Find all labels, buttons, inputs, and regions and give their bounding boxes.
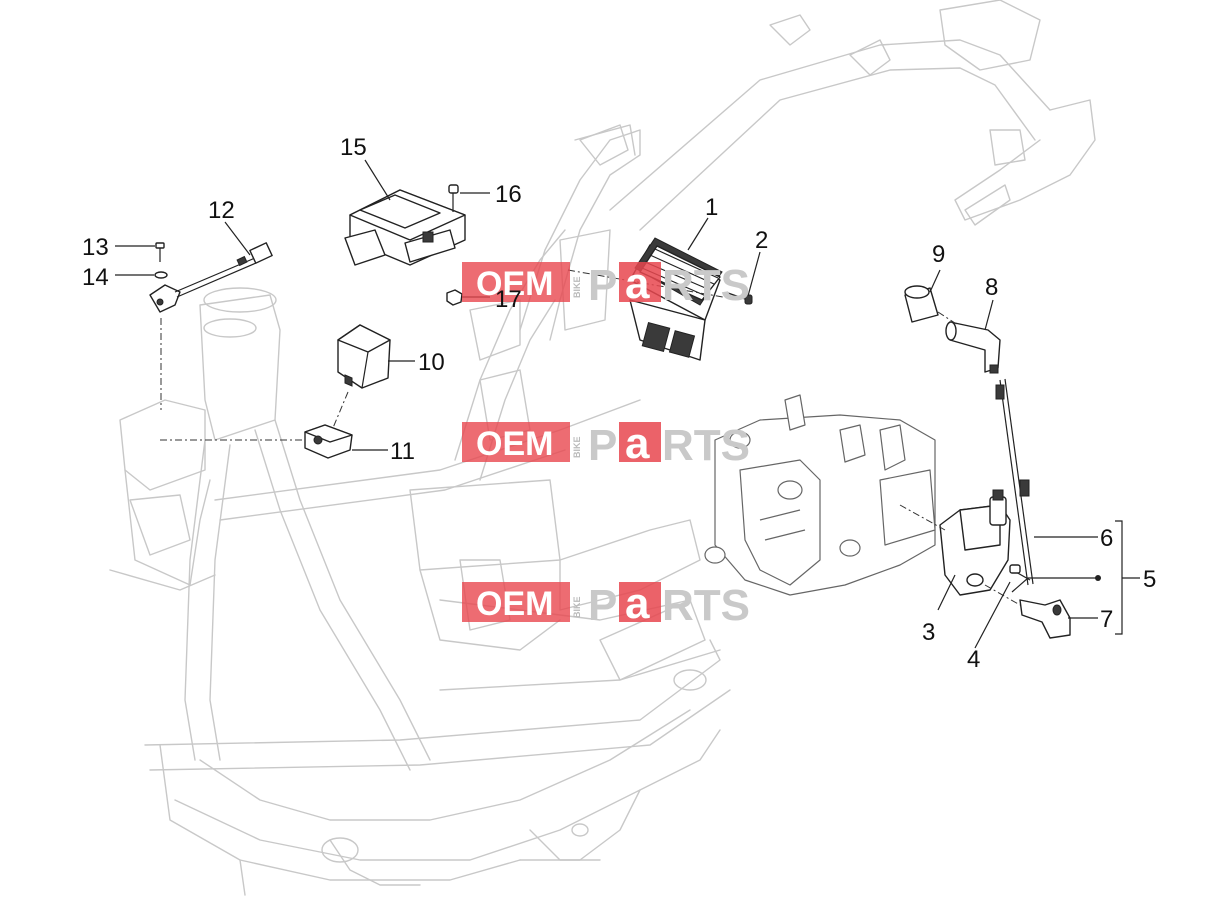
watermark-a-text: a: [625, 579, 650, 628]
bolt-part-4: [1009, 564, 1031, 581]
watermark-a-text: a: [625, 419, 650, 468]
engine-block: [704, 394, 936, 596]
bolt-part-16: [448, 184, 459, 212]
washer-part-14: [154, 271, 168, 279]
leader-lines: [115, 159, 1140, 649]
callout-7: 7: [1100, 606, 1113, 633]
watermark-bike-text: BIKE: [572, 596, 582, 618]
sensor-with-cable: [149, 242, 273, 313]
watermark-oem-box: [462, 262, 570, 302]
screw-part-2: [727, 292, 753, 305]
watermark-rts-text: RTS: [662, 421, 750, 470]
spark-cap-part-7: [1019, 599, 1071, 639]
callout-8: 8: [985, 274, 998, 301]
scooter-frame: [109, 0, 1096, 896]
callout-14: 14: [82, 264, 109, 291]
watermark-bike-text: BIKE: [572, 276, 582, 298]
callout-11: 11: [390, 438, 415, 465]
watermark-bike-text: BIKE: [572, 436, 582, 458]
screw-part-13: [155, 242, 165, 262]
nut-part-17: [446, 289, 463, 306]
watermark-2: OEM BIKE P a RTS: [462, 419, 750, 470]
ecu-unit: [344, 189, 466, 266]
watermark-1: OEM BIKE P a RTS: [462, 259, 750, 310]
watermark-rts-text: RTS: [662, 261, 750, 310]
callout-labels: 1 2 3 4 5 6 7 8 9 10 11 12 13 14 15 16 1…: [82, 134, 1156, 673]
watermark-p-text: P: [588, 261, 617, 310]
rubber-holder: [304, 424, 353, 459]
callout-1: 1: [705, 194, 718, 221]
ht-lead: [995, 378, 1034, 586]
rubber-boot: [904, 285, 939, 323]
callout-4: 4: [967, 646, 980, 673]
callout-2: 2: [755, 227, 768, 254]
watermark-p-text: P: [588, 581, 617, 630]
callout-16: 16: [495, 181, 522, 208]
callout-6: 6: [1100, 525, 1113, 552]
assembly-line-regulator: [567, 269, 741, 301]
callout-9: 9: [932, 241, 945, 268]
watermark-a-text: a: [625, 259, 650, 308]
callout-17: 17: [495, 286, 522, 313]
callout-5: 5: [1143, 566, 1156, 593]
assembly-line-boot: [937, 311, 959, 326]
callout-13: 13: [82, 234, 109, 261]
callout-dot: [1095, 575, 1101, 581]
ignition-coil: [939, 489, 1011, 596]
assembly-line-coil: [899, 504, 946, 531]
watermark-oem-text: OEM: [476, 265, 553, 303]
watermark-oem-text: OEM: [476, 585, 553, 623]
callout-12: 12: [208, 197, 235, 224]
spark-plug-cap: [945, 321, 1001, 374]
watermark-rts-text: RTS: [662, 581, 750, 630]
callout-15: 15: [340, 134, 367, 161]
watermark-p-text: P: [588, 421, 617, 470]
watermark-oem-text: OEM: [476, 425, 553, 463]
watermark-3: OEM BIKE P a RTS: [462, 579, 750, 630]
callout-3: 3: [922, 619, 935, 646]
callout-10: 10: [418, 349, 445, 376]
relay-box: [337, 324, 391, 389]
